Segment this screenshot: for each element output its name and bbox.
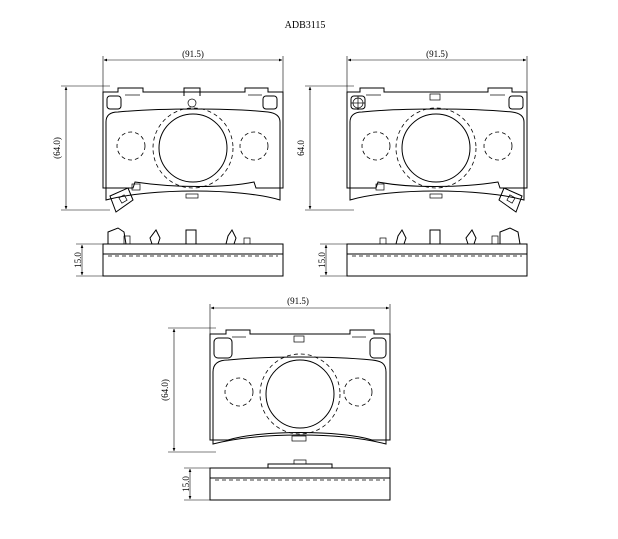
width-dimension-label: (91.5) — [287, 296, 309, 306]
thickness-dimension-label: 15.0 — [181, 476, 191, 492]
drawing-title: ADB3115 — [285, 20, 326, 31]
pad-top-left-side-view: 15.0 — [73, 227, 284, 277]
pad-bottom-front-view: (91.5) (64.0) — [160, 296, 391, 453]
height-dimension-label: (64.0) — [160, 379, 170, 401]
pad-top-right-side-view: 15.0 — [317, 227, 528, 277]
width-dimension-label: (91.5) — [426, 49, 448, 59]
width-dimension-label: (91.5) — [182, 49, 204, 59]
height-dimension-label: (64.0) — [52, 137, 62, 159]
thickness-dimension-label: 15.0 — [317, 252, 327, 268]
pad-top-left-front-view: (91.5) (64.0) — [52, 49, 284, 213]
thickness-dimension-label: 15.0 — [73, 252, 83, 268]
pad-bottom-side-view: 15.0 — [181, 459, 391, 501]
height-dimension-label: 64.0 — [296, 140, 306, 156]
pad-top-right-front-view: (91.5) 64.0 — [296, 49, 528, 213]
